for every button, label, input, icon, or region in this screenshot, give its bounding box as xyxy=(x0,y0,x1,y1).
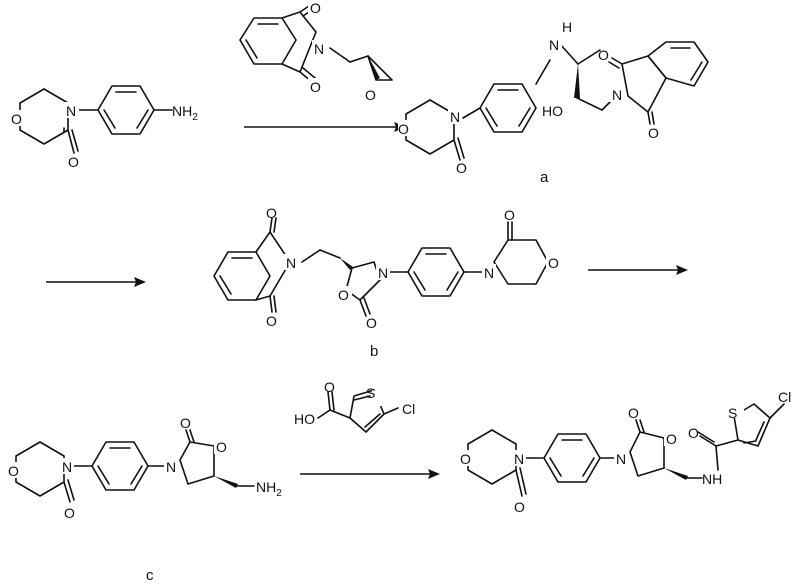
atom-o-morpholinone-ring: O xyxy=(8,463,19,479)
atom-o-morpholinone-ring: O xyxy=(548,255,559,271)
atom-o-carbonyl: O xyxy=(456,160,467,176)
compound-b: N O O O N O N O O b xyxy=(213,205,562,360)
atom-o-epoxide: O xyxy=(365,87,376,103)
compound-label-a: a xyxy=(540,169,549,186)
atom-o-oxazolidinone-ring: O xyxy=(338,287,349,303)
atom-o-ring: O xyxy=(11,111,22,127)
reagent-chlorothiophene-carboxylic-acid: S HO O Cl xyxy=(294,379,415,433)
atom-cl: Cl xyxy=(778,389,791,405)
compound-c: O N O N O O NH2 c xyxy=(6,415,282,584)
atom-ho: HO xyxy=(294,411,315,427)
atom-o-imide-bottom: O xyxy=(310,79,321,95)
atom-o-oxazolidinone-ring: O xyxy=(216,439,227,455)
product-rivaroxaban: O N O N O O NH O S Cl xyxy=(458,389,791,515)
atom-n-imide: N xyxy=(286,255,296,271)
atom-o-oxazolidinone-carbonyl: O xyxy=(628,405,639,421)
atom-s-thiophene: S xyxy=(366,385,375,401)
atom-n-oxazolidinone: N xyxy=(616,451,626,467)
reaction-arrow-3 xyxy=(588,265,688,275)
atom-n-morpholinone: N xyxy=(484,265,494,281)
compound-label-c: c xyxy=(146,567,154,584)
atom-n-ring: N xyxy=(450,109,460,125)
atom-n-imide: N xyxy=(612,87,622,103)
atom-o-imide-bottom: O xyxy=(266,313,277,329)
atom-n-morpholinone: N xyxy=(62,459,72,475)
compound-a: O N O H N HO N O O a xyxy=(398,19,709,186)
atom-n-oxazolidinone: N xyxy=(378,265,388,281)
atom-h: H xyxy=(562,19,572,35)
atom-n-imide: N xyxy=(314,41,324,57)
atom-o-carbonyl: O xyxy=(68,154,79,170)
atom-o-morpholinone-ring: O xyxy=(460,451,471,467)
atom-nh2: NH2 xyxy=(172,103,198,123)
atom-o-imide-top: O xyxy=(310,0,321,16)
atom-o-morpholinone-carbonyl: O xyxy=(504,207,515,223)
compound-label-b: b xyxy=(370,343,378,360)
atom-nh-amide: NH xyxy=(702,471,722,487)
atom-o-amide: O xyxy=(688,425,699,441)
atom-o-imide-bottom: O xyxy=(648,125,659,141)
atom-o-oxazolidinone-ring: O xyxy=(666,431,677,447)
atom-o-ring: O xyxy=(398,121,409,137)
atom-o-oxazolidinone-carbonyl: O xyxy=(180,415,191,431)
reaction-arrow-1 xyxy=(244,122,406,132)
atom-o-morpholinone-carbonyl: O xyxy=(64,505,75,521)
atom-ho: HO xyxy=(542,103,563,119)
atom-n-ring: N xyxy=(66,103,76,119)
atom-s-thiophene: S xyxy=(728,405,737,421)
reaction-arrow-4 xyxy=(300,469,440,479)
atom-n-oxazolidinone: N xyxy=(166,459,176,475)
starting-material-aminophenyl-morpholinone: O N O NH2 xyxy=(10,85,198,170)
atom-o-imide-top: O xyxy=(598,47,609,63)
atom-n-amine: N xyxy=(549,37,559,53)
atom-o-morpholinone-carbonyl: O xyxy=(514,499,525,515)
atom-n-morpholinone: N xyxy=(514,451,524,467)
atom-o-imide-top: O xyxy=(266,205,277,221)
atom-nh2: NH2 xyxy=(256,479,282,499)
atom-o-oxazolidinone-carbonyl: O xyxy=(366,315,377,331)
atom-cl: Cl xyxy=(402,401,415,417)
reaction-arrow-2 xyxy=(46,277,146,287)
reagent-glycidyl-phthalimide: O N O O xyxy=(239,0,393,103)
atom-o-acid-carbonyl: O xyxy=(324,379,335,395)
